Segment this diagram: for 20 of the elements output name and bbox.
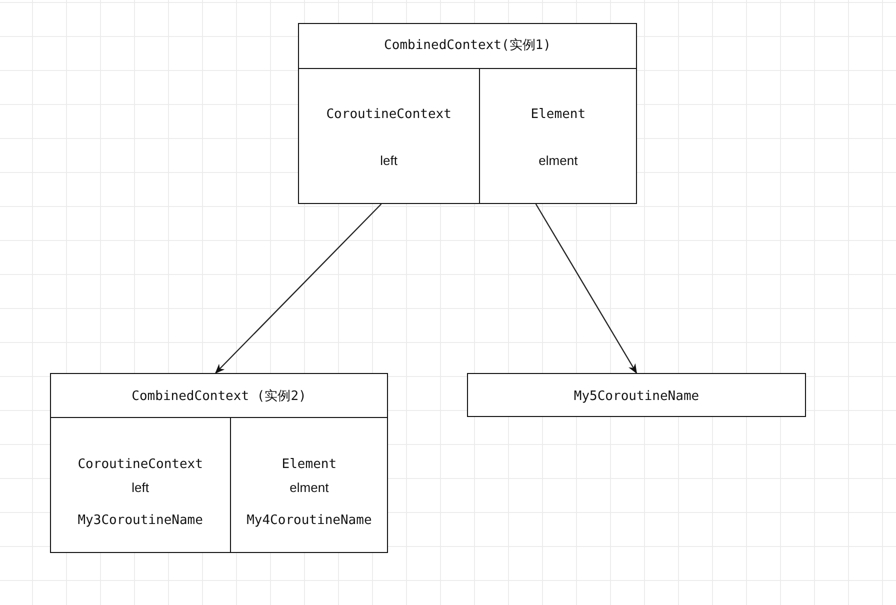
class-box — [50, 373, 388, 553]
field-value: left — [379, 152, 399, 169]
class-name: CombinedContext (实例2) — [130, 389, 308, 405]
class-box — [298, 23, 637, 204]
field-value: elment — [538, 152, 579, 169]
field-name: Element — [280, 456, 338, 473]
field-name: Element — [530, 106, 587, 123]
class-box — [467, 373, 806, 417]
arrow — [535, 204, 638, 374]
class-name: CombinedContext(实例1) — [383, 38, 552, 54]
table-cell — [478, 68, 637, 204]
field-name: CoroutineContext — [325, 106, 452, 123]
instance-name: My4CoroutineName — [246, 512, 373, 529]
field-value: elment — [288, 480, 330, 496]
class-name: My5CoroutineName — [572, 389, 700, 405]
instance-name: My3CoroutineName — [76, 512, 204, 529]
field-value: left — [130, 480, 150, 496]
arrow — [214, 204, 382, 374]
table-cell — [230, 416, 388, 553]
field-name: CoroutineContext — [76, 456, 204, 473]
